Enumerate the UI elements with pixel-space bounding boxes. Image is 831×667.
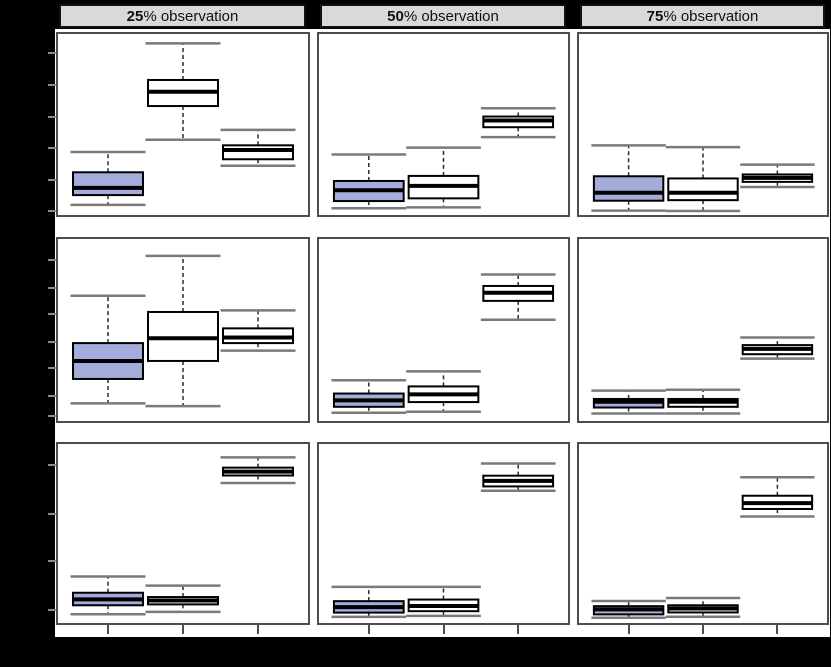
column-header-75pct-bold: 75 — [646, 7, 664, 25]
y-tick — [48, 258, 56, 261]
x-tick — [182, 625, 184, 634]
column-header-75pct-text: % observation — [663, 7, 759, 25]
x-tick — [107, 625, 109, 634]
boxplot-group-1 — [591, 389, 666, 415]
boxplot-group-1 — [591, 599, 666, 620]
boxplot-group-3 — [740, 476, 815, 518]
boxplot-panel-row2-col1 — [56, 237, 310, 423]
x-tick — [517, 625, 520, 634]
boxplot-group-1 — [70, 575, 146, 616]
boxplot-group-2 — [406, 370, 481, 413]
boxplot-panel-row2-col2 — [317, 237, 570, 423]
boxplot-panel-row3-col1 — [56, 442, 310, 625]
y-tick — [48, 609, 56, 612]
boxplot-group-3 — [480, 462, 556, 492]
y-tick — [48, 367, 56, 370]
boxplot-canvas-row3-col2 — [331, 462, 556, 619]
column-header-50pct-bold: 50 — [387, 7, 404, 25]
x-tick — [776, 625, 779, 634]
box-iqr-white — [222, 144, 294, 161]
boxplot-panel-row3-col3 — [577, 442, 829, 625]
y-tick — [48, 340, 56, 343]
boxplot-panel-row1-col2 — [317, 32, 570, 217]
boxplot-canvas-row1-col2 — [331, 106, 556, 210]
boxplot-canvas-row1-col3 — [591, 144, 815, 213]
y-tick — [48, 210, 56, 213]
x-tick — [627, 625, 630, 634]
boxplot-panel-row3-col2 — [317, 442, 570, 625]
column-header-50pct: 50% observation — [320, 4, 566, 28]
column-header-25pct-text: % observation — [143, 7, 239, 25]
y-tick — [48, 147, 56, 150]
boxplot-group-1 — [331, 585, 407, 619]
boxplot-group-3 — [220, 456, 296, 485]
y-tick — [48, 84, 56, 87]
y-tick — [48, 52, 56, 55]
boxplot-canvas-row3-col1 — [70, 456, 296, 616]
boxplot-group-1 — [70, 294, 146, 405]
boxplot-group-1 — [331, 378, 407, 415]
y-tick — [48, 560, 56, 563]
x-tick — [257, 625, 259, 634]
y-tick — [48, 179, 56, 182]
y-tick — [48, 115, 56, 118]
y-tick — [48, 513, 56, 516]
boxplot-canvas-row2-col2 — [331, 273, 556, 415]
boxplot-group-1 — [70, 150, 146, 207]
y-tick — [48, 286, 56, 289]
boxplot-panel-row2-col3 — [577, 237, 829, 423]
column-header-50pct-text: % observation — [403, 7, 499, 25]
y-tick — [48, 464, 56, 467]
boxplot-group-3 — [740, 163, 815, 189]
boxplot-group-2 — [406, 146, 481, 209]
boxplot-group-3 — [740, 336, 815, 360]
boxplot-panel-row1-col3 — [577, 32, 829, 217]
x-tick — [702, 625, 704, 634]
boxplot-group-2 — [145, 42, 221, 141]
y-tick — [48, 313, 56, 316]
box-iqr-blue — [592, 175, 665, 202]
boxplot-group-1 — [591, 144, 666, 212]
boxplot-group-2 — [406, 585, 481, 618]
box-iqr-blue — [72, 171, 144, 197]
boxplot-group-2 — [665, 145, 741, 213]
boxplot-group-1 — [331, 153, 407, 210]
column-header-25pct: 25% observation — [59, 4, 306, 28]
y-tick — [48, 394, 56, 397]
boxplot-group-3 — [480, 106, 556, 139]
boxplot-canvas-row1-col1 — [70, 42, 296, 207]
x-tick — [442, 625, 445, 634]
x-tick — [367, 625, 370, 634]
boxplot-canvas-row2-col1 — [70, 254, 296, 408]
column-header-75pct: 75% observation — [580, 4, 825, 28]
boxplot-group-2 — [665, 596, 741, 618]
boxplot-group-3 — [480, 273, 556, 322]
boxplot-group-2 — [145, 254, 221, 408]
boxplot-panel-row1-col1 — [56, 32, 310, 217]
boxplot-group-2 — [665, 388, 741, 415]
column-header-25pct-bold: 25 — [126, 7, 144, 25]
boxplot-canvas-row3-col3 — [591, 476, 815, 620]
boxplot-group-3 — [220, 309, 296, 352]
boxplot-group-2 — [145, 584, 221, 614]
boxplot-canvas-row2-col3 — [591, 336, 815, 415]
box-iqr-white — [667, 177, 739, 202]
boxplot-group-3 — [220, 128, 296, 168]
y-tick — [48, 415, 56, 418]
